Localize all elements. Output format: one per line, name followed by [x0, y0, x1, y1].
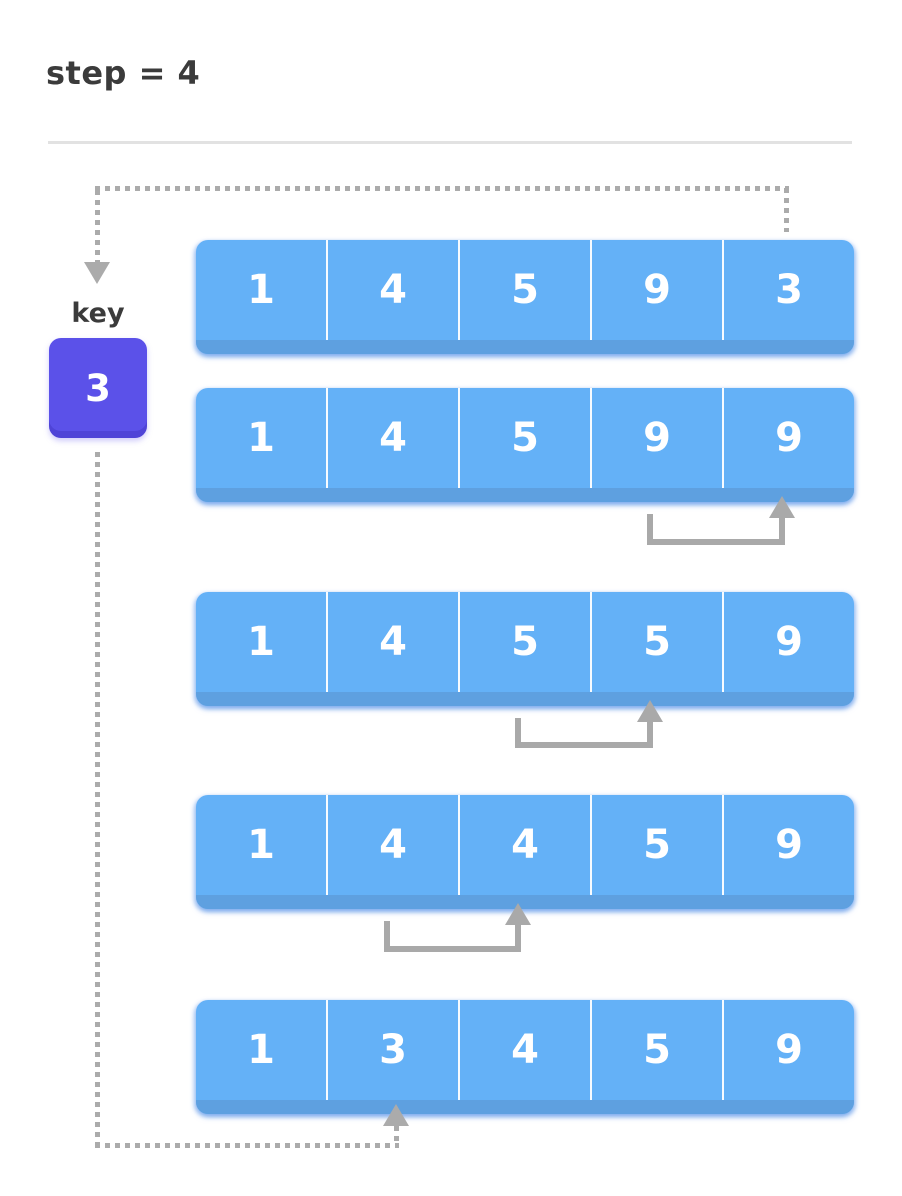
- key-insert-path-left-vertical: [95, 452, 100, 1145]
- array-row-1-cells: 1 4 5 9 3: [196, 240, 854, 340]
- array-cell: 5: [590, 592, 722, 692]
- swap-bracket-3: [384, 921, 521, 952]
- array-row-shadow: [196, 1100, 854, 1114]
- array-cell: 9: [722, 795, 854, 895]
- array-cell: 1: [247, 619, 275, 665]
- array-cell: 5: [458, 388, 590, 488]
- swap-bracket-2: [515, 718, 653, 748]
- swap-arrow-up-icon: [769, 496, 795, 518]
- key-extract-path-horizontal: [95, 186, 789, 191]
- array-cell: 4: [326, 795, 458, 895]
- array-cell: 9: [722, 388, 854, 488]
- array-cell: 4: [326, 388, 458, 488]
- swap-arrow-up-icon: [505, 903, 531, 925]
- array-cell: 1: [247, 415, 275, 461]
- array-cell: 4: [326, 592, 458, 692]
- array-row-5: 1 3 4 5 9: [196, 1000, 854, 1114]
- array-row-4-cells: 1 4 4 5 9: [196, 795, 854, 895]
- array-cell: 5: [590, 1000, 722, 1100]
- array-row-5-cells: 1 3 4 5 9: [196, 1000, 854, 1100]
- key-extract-path-right-vertical: [784, 188, 789, 232]
- arrow-down-icon: [84, 262, 110, 284]
- array-cell: 4: [458, 795, 590, 895]
- array-row-3: 1 4 5 5 9: [196, 592, 854, 706]
- key-box: 3: [49, 338, 147, 438]
- array-row-3-cells: 1 4 5 5 9: [196, 592, 854, 692]
- key-label: key: [71, 298, 125, 329]
- array-row-4: 1 4 4 5 9: [196, 795, 854, 909]
- key-value: 3: [85, 366, 111, 410]
- array-cell: 5: [458, 240, 590, 340]
- array-row-shadow: [196, 488, 854, 502]
- insert-arrow-up-icon: [383, 1104, 409, 1126]
- array-cell: 5: [590, 795, 722, 895]
- array-row-2-cells: 1 4 5 9 9: [196, 388, 854, 488]
- key-extract-path-left-vertical: [95, 190, 100, 262]
- array-row-2: 1 4 5 9 9: [196, 388, 854, 502]
- array-cell: 3: [722, 240, 854, 340]
- array-cell: 9: [590, 388, 722, 488]
- array-row-1: 1 4 5 9 3: [196, 240, 854, 354]
- title-divider: [48, 141, 852, 144]
- array-row-shadow: [196, 340, 854, 354]
- key-insert-path-right-vertical: [394, 1126, 399, 1144]
- array-cell: 1: [247, 267, 275, 313]
- array-row-shadow: [196, 895, 854, 909]
- array-cell: 9: [722, 592, 854, 692]
- array-row-shadow: [196, 692, 854, 706]
- array-cell: 9: [590, 240, 722, 340]
- array-cell: 4: [326, 240, 458, 340]
- array-cell: 1: [247, 1027, 275, 1073]
- array-cell: 3: [326, 1000, 458, 1100]
- array-cell: 4: [458, 1000, 590, 1100]
- swap-arrow-up-icon: [637, 700, 663, 722]
- array-cell: 9: [722, 1000, 854, 1100]
- array-cell: 1: [247, 822, 275, 868]
- swap-bracket-1: [647, 514, 785, 545]
- array-cell: 5: [458, 592, 590, 692]
- key-insert-path-horizontal: [95, 1143, 399, 1148]
- page-title: step = 4: [46, 54, 201, 92]
